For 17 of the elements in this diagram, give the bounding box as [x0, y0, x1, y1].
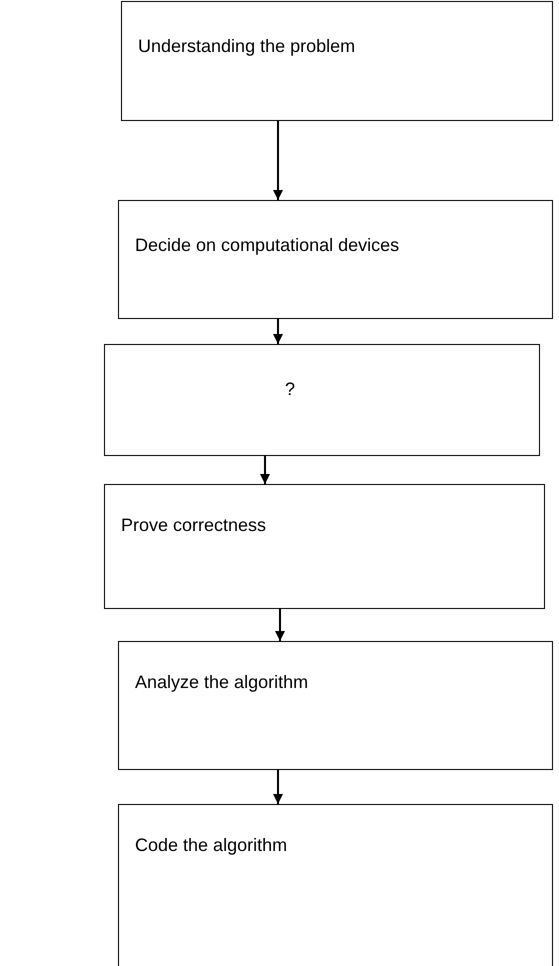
step-label: Prove correctness: [121, 515, 266, 536]
step-label: Decide on computational devices: [135, 235, 400, 256]
step-label: Code the algorithm: [135, 835, 288, 856]
process-box: [104, 484, 545, 609]
process-box: [118, 641, 553, 770]
arrow: [273, 121, 283, 200]
process-box: [104, 344, 540, 456]
step-label: Analyze the algorithm: [135, 672, 308, 693]
step-label: Understanding the problem: [138, 36, 356, 57]
process-box: [121, 1, 553, 121]
process-box: [118, 200, 553, 319]
arrow: [275, 609, 285, 641]
step-label: ?: [285, 379, 296, 400]
arrow: [273, 770, 283, 804]
process-box: [118, 804, 553, 966]
arrow: [260, 456, 270, 484]
arrow: [273, 319, 283, 344]
